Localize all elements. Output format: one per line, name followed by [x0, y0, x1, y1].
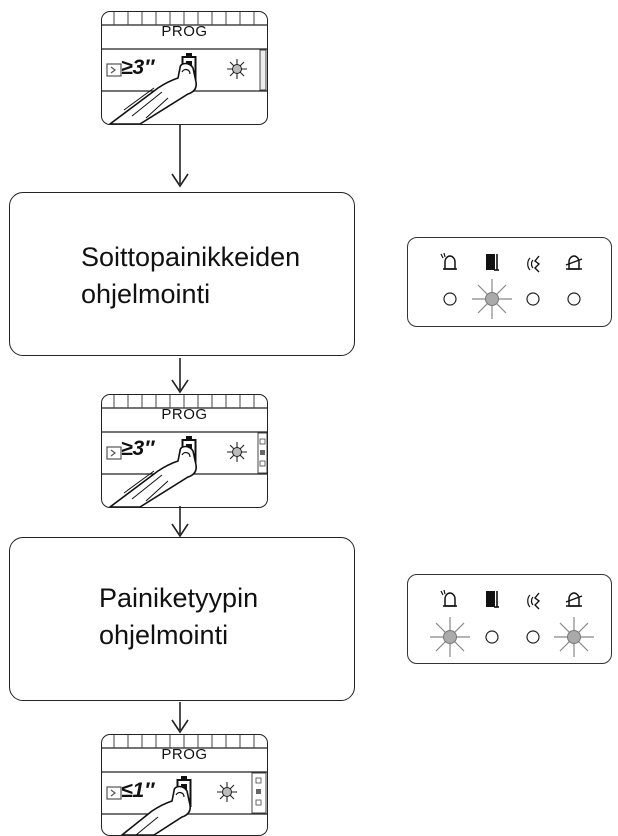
prog-panel-3: PROG ≤1″	[101, 734, 268, 836]
prog-label: PROG	[161, 746, 208, 763]
bell-icon	[440, 589, 457, 607]
led-sun-icon	[227, 442, 247, 462]
panel-body-lines	[102, 771, 267, 815]
speaker-icon	[527, 255, 541, 273]
bell-icon	[440, 252, 457, 270]
led-blinking	[472, 279, 512, 319]
press-icon	[106, 786, 122, 800]
finger-icon	[108, 62, 197, 124]
bell-muted-icon	[565, 592, 583, 607]
prog-label: PROG	[161, 23, 208, 40]
led-indicator-1	[407, 237, 612, 327]
prog-panel-1: PROG ≥3″	[101, 11, 268, 125]
panel-comb-top	[102, 12, 267, 26]
step-title: Soittopainikkeiden ohjelmointi	[81, 242, 301, 309]
hold-time-label: ≥3″	[121, 437, 155, 460]
led-off	[567, 292, 581, 306]
press-icon	[106, 446, 122, 460]
led-off	[526, 630, 540, 644]
led-indicator-2	[407, 574, 612, 664]
hold-time-label: ≤1″	[121, 779, 155, 802]
door-lock-icon	[486, 254, 499, 271]
hold-time-label: ≥3″	[121, 56, 155, 79]
prog-panel-2: PROG ≥3″	[101, 394, 268, 508]
step-box-1: Soittopainikkeiden ohjelmointi	[9, 192, 355, 356]
finger-icon	[108, 445, 197, 507]
led-off	[485, 630, 499, 644]
flow-arrow-4	[171, 702, 189, 734]
speaker-icon	[527, 592, 541, 610]
flow-arrow-1	[171, 124, 189, 188]
led-blinking	[430, 617, 470, 657]
panel-comb-top	[102, 735, 267, 749]
led-off	[443, 292, 457, 306]
led-blinking	[554, 617, 594, 657]
led-sun-icon	[217, 782, 237, 802]
led-sun-icon	[227, 59, 247, 79]
step-box-2: Painiketyypin ohjelmointi	[9, 537, 355, 701]
press-icon	[106, 63, 122, 77]
prog-label: PROG	[161, 406, 208, 423]
flow-arrow-3	[171, 506, 189, 538]
panel-comb-top	[102, 395, 267, 409]
flow-arrow-2	[171, 358, 189, 394]
led-off	[526, 292, 540, 306]
finger-icon	[120, 785, 191, 835]
door-lock-icon	[486, 591, 499, 608]
bell-muted-icon	[565, 255, 583, 270]
step-title: Painiketyypin ohjelmointi	[99, 583, 259, 650]
